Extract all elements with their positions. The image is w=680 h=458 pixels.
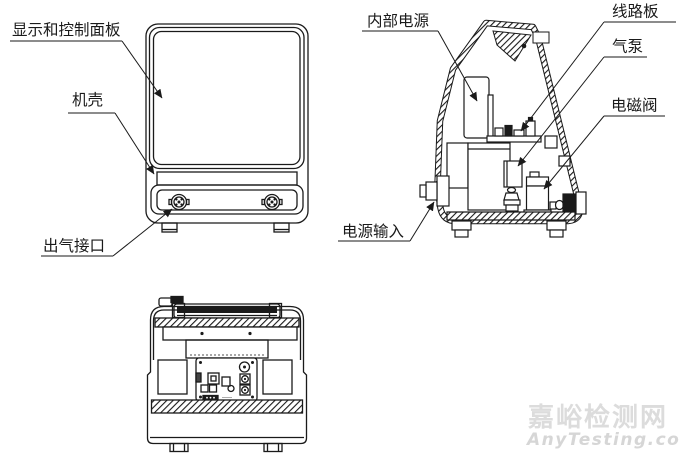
rear-vent-left — [157, 359, 188, 395]
top-cap-web — [492, 30, 532, 62]
rear-top-hatch-band — [154, 317, 300, 328]
rear-body-outline — [146, 305, 308, 445]
wall-tab-upper — [544, 135, 558, 149]
cap-screw — [521, 43, 527, 49]
label-solenoid-valve: 电磁阀 — [611, 97, 658, 115]
display-panel — [152, 30, 301, 166]
rear-feet — [169, 442, 283, 453]
bnc-connector — [238, 361, 251, 373]
watermark: 嘉峪检测网 AnyTesting.com — [525, 402, 680, 450]
display-panel-bezel — [148, 26, 305, 170]
cap-bracket — [532, 31, 550, 44]
callout-labels: 显示和控制面板 机壳 出气接口 内部电源 线路板 气泵 电磁阀 电源输入 — [10, 3, 676, 257]
support-strip — [487, 94, 494, 141]
pump-mount-box — [467, 142, 511, 211]
air-outlet-connector-left — [168, 193, 190, 211]
rear-upper-band — [162, 326, 298, 341]
casing-outline — [145, 23, 309, 224]
label-internal-power: 内部电源 — [367, 12, 429, 30]
left-component-box — [446, 142, 469, 189]
front-feet — [161, 222, 290, 233]
label-casing: 机壳 — [72, 91, 103, 109]
label-air-pump: 气泵 — [612, 38, 643, 56]
side-section-view — [419, 19, 587, 238]
air-outlet-connector-right — [261, 193, 283, 211]
front-recess-band — [156, 171, 298, 186]
label-circuit-board: 线路板 — [612, 3, 659, 21]
internal-power-supply — [463, 76, 490, 139]
watermark-site-name: 嘉峪检测网 — [528, 402, 668, 433]
rear-hatch-strip — [150, 399, 304, 414]
rear-vent-right — [262, 359, 293, 395]
side-feet — [451, 220, 567, 238]
handle — [158, 295, 283, 319]
air-pump — [503, 160, 523, 212]
rear-connector-panel — [195, 357, 258, 402]
front-bottom-panel-inner — [156, 189, 298, 211]
rear-view — [146, 295, 308, 453]
power-input-connector — [419, 175, 450, 207]
label-power-input: 电源输入 — [342, 223, 404, 241]
outlet-port — [549, 191, 587, 215]
solenoid-valve — [523, 171, 552, 215]
circuit-board-shelf — [486, 135, 542, 143]
label-air-outlet: 出气接口 — [43, 237, 105, 255]
floor-section — [446, 211, 576, 221]
front-bottom-panel — [150, 184, 304, 215]
front-view — [145, 23, 309, 233]
label-display-panel: 显示和控制面板 — [12, 21, 121, 39]
watermark-site-url: AnyTesting.com — [525, 430, 680, 450]
wall-tab-lower — [558, 155, 571, 167]
